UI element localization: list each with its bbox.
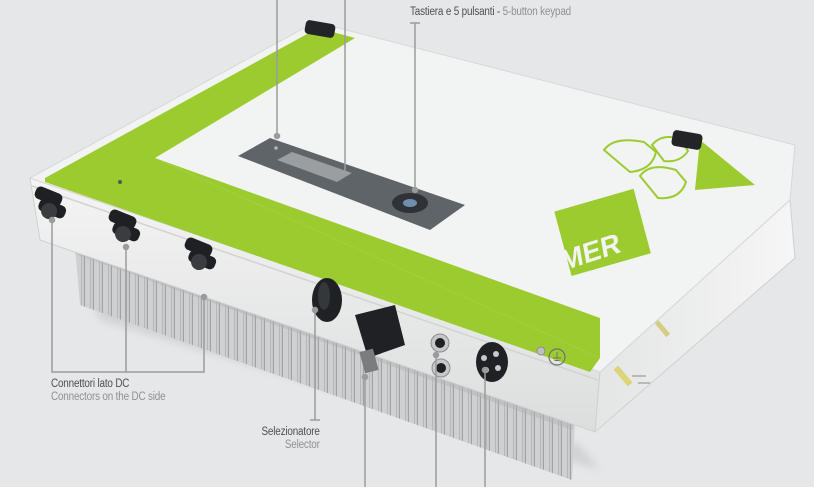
- keypad-label-en: 5-button keypad: [502, 6, 572, 18]
- label-separator: -: [494, 6, 503, 18]
- dc-connectors-label-it: Connettori lato DC: [51, 378, 130, 390]
- selector-label-en: Selector: [285, 439, 320, 451]
- case-top: FIMER: [28, 20, 796, 373]
- multipin-connector: [476, 342, 508, 382]
- dc-connectors-label-en: Connectors on the DC side: [51, 391, 166, 403]
- ground-symbol-icon: [536, 346, 566, 366]
- callout-lines: [48, 0, 489, 487]
- selector-knob: [312, 278, 342, 322]
- selector-label-it: Selezionatore: [261, 426, 320, 438]
- callout-dc-connectors: Connettori lato DC Connectors on the DC …: [51, 378, 166, 404]
- ac-connector: [355, 305, 405, 374]
- callout-selector: Selezionatore Selector: [262, 426, 320, 452]
- keypad-label-it: Tastiera e 5 pulsanti: [410, 6, 495, 18]
- callout-keypad: Tastiera e 5 pulsanti - 5-button keypad: [410, 6, 571, 19]
- dc-connectors: [34, 186, 217, 271]
